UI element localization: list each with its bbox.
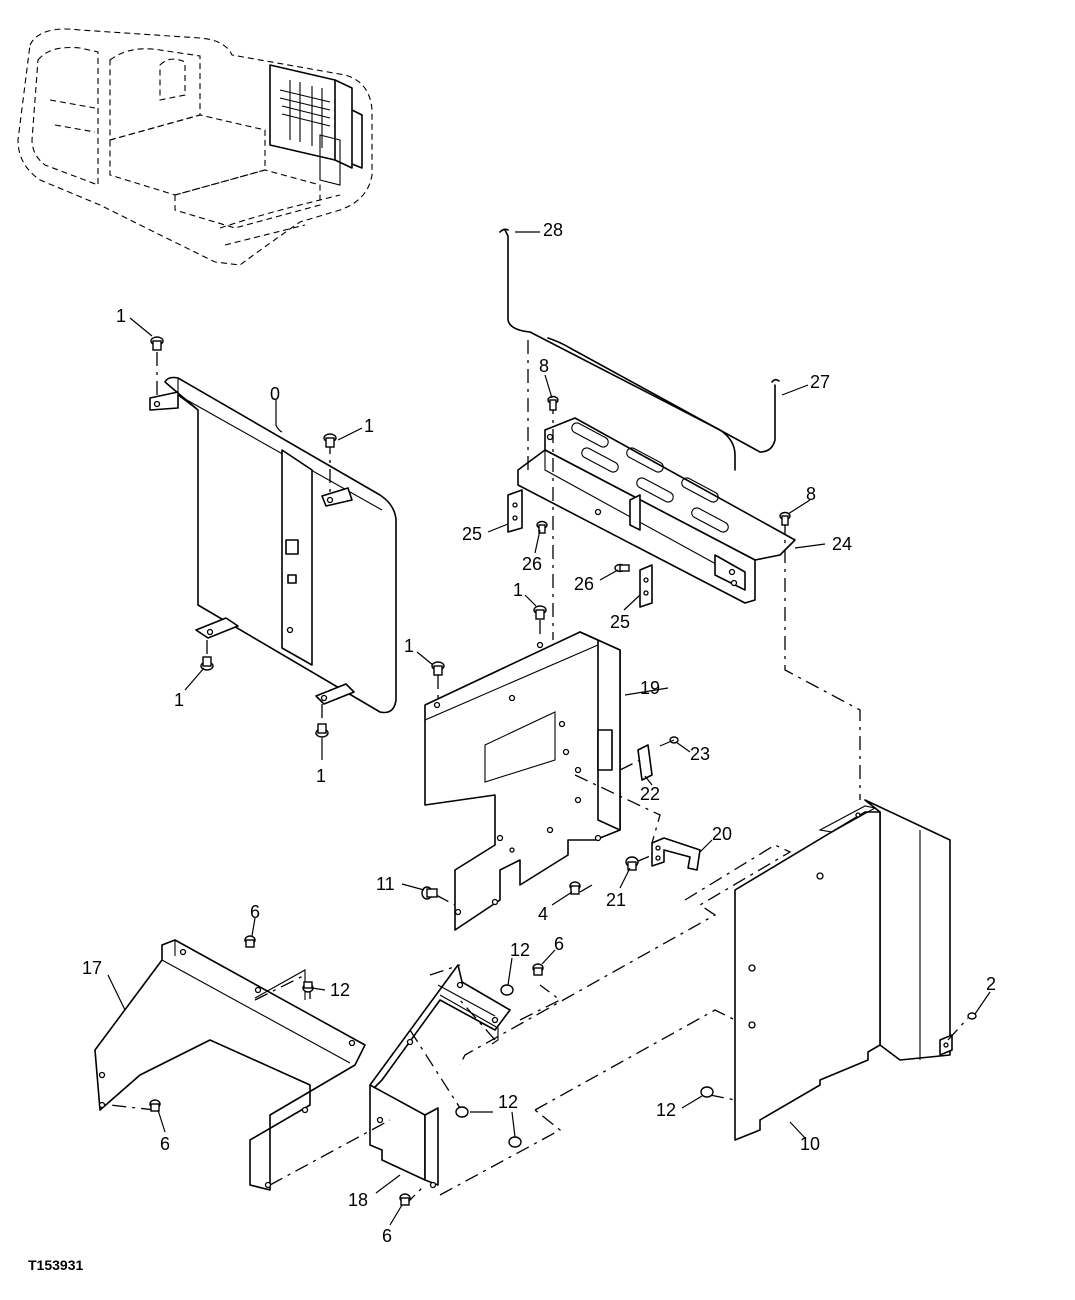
part-17-plate: [94, 939, 366, 1191]
part-20-bracket: [651, 837, 701, 871]
callout-23: 23: [690, 744, 710, 764]
drawing-code: T153931: [28, 1257, 83, 1273]
callout-1e: 1: [404, 636, 414, 656]
callout-6d: 6: [382, 1226, 392, 1246]
part-10-panel: [734, 799, 953, 1141]
screw-8b: [779, 511, 791, 526]
callout-25a: 25: [462, 524, 482, 544]
callout-0: 0: [270, 384, 280, 404]
screw-26a: [536, 520, 548, 534]
callout-20: 20: [712, 824, 732, 844]
callout-12b: 12: [510, 940, 530, 960]
screw-1f: [533, 605, 547, 620]
part-24-tray: [517, 417, 796, 604]
callout-1c: 1: [174, 690, 184, 710]
screw-1e: [431, 661, 445, 676]
screw-12a: [302, 981, 314, 993]
screw-12d: [508, 1136, 522, 1148]
screw-1d: [315, 723, 329, 738]
callout-26b: 26: [574, 574, 594, 594]
fasteners: [149, 336, 977, 1206]
screw-2: [967, 1012, 977, 1020]
callout-2: 2: [986, 974, 996, 994]
machine-locator-view: [17, 28, 373, 266]
callout-1d: 1: [316, 766, 326, 786]
part-28-rod: [499, 228, 736, 471]
callout-11: 11: [376, 874, 395, 894]
screw-8a: [547, 395, 559, 411]
screw-6a: [244, 935, 256, 948]
screw-23: [659, 736, 679, 747]
screw-4: [569, 881, 581, 895]
callout-4: 4: [538, 904, 548, 924]
screw-6c: [149, 1099, 161, 1112]
callout-25b: 25: [610, 612, 630, 632]
screw-1a: [150, 336, 164, 351]
callout-18: 18: [348, 1190, 368, 1210]
screw-12e: [700, 1086, 714, 1098]
screw-1c: [200, 656, 214, 671]
screw-12c: [455, 1106, 469, 1118]
callout-12d: 12: [656, 1100, 676, 1120]
callout-17: 17: [82, 958, 102, 978]
part-22-clip: [637, 744, 653, 781]
screw-1b: [323, 433, 337, 448]
callout-19: 19: [640, 678, 660, 698]
part-27-rod: [547, 337, 780, 453]
callout-1b: 1: [364, 416, 374, 436]
callout-6a: 6: [250, 902, 260, 922]
screw-11: [421, 886, 438, 900]
callout-28: 28: [543, 220, 563, 240]
screw-12b: [500, 984, 514, 996]
part-25-bracket-left: [507, 489, 523, 533]
callout-21: 21: [606, 890, 626, 910]
callout-12c: 12: [498, 1092, 518, 1112]
part-25-bracket-right: [639, 564, 653, 608]
callout-labels: 0 1 1 1 1 1 1 2 4 6 6 6 6 8 8 10 11 12 1…: [82, 220, 996, 1246]
callout-8b: 8: [806, 484, 816, 504]
callout-1f: 1: [513, 580, 523, 600]
part-0-cover: [149, 376, 397, 714]
screw-6b: [532, 963, 544, 976]
callout-8a: 8: [539, 356, 549, 376]
callout-6c: 6: [160, 1134, 170, 1154]
callout-22: 22: [640, 784, 660, 804]
screw-21: [625, 856, 639, 871]
callout-24: 24: [832, 534, 852, 554]
callout-10: 10: [800, 1134, 820, 1154]
screw-6d: [399, 1193, 411, 1206]
callout-12a: 12: [330, 980, 350, 1000]
leader-lines: [107, 231, 991, 1226]
callout-26a: 26: [522, 554, 542, 574]
callout-6b: 6: [554, 934, 564, 954]
callout-1a: 1: [116, 306, 126, 326]
part-18-bracket: [369, 964, 511, 1189]
callout-27: 27: [810, 372, 830, 392]
